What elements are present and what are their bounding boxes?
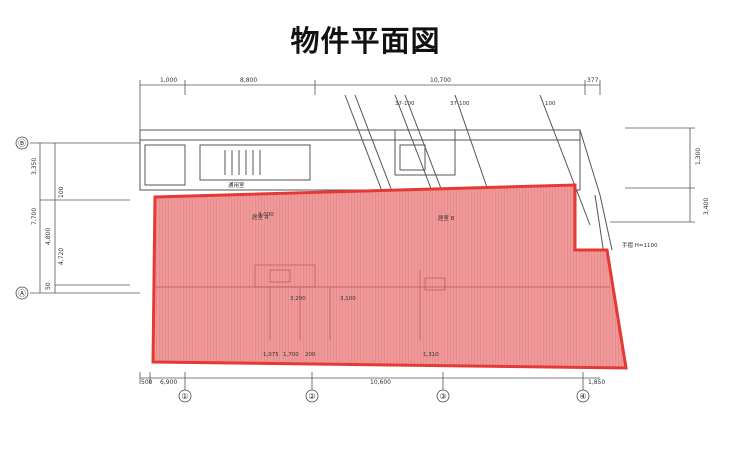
grid-column-markers: ① ② ③ ④ — [178, 389, 590, 403]
grid-col-3: ③ — [439, 392, 446, 401]
dim-top-4: 377 — [587, 77, 599, 84]
left-dimension-line — [30, 142, 140, 294]
room-label-b: 居室 B — [438, 214, 455, 222]
dim-top-2: 8,800 — [240, 77, 257, 84]
dim-bottom-2: 6,900 — [160, 379, 177, 386]
grid-col-2: ② — [308, 392, 315, 401]
label-1310: 1,310 — [423, 352, 439, 358]
label-37-100-b: 37-100 — [450, 101, 470, 107]
label-37-100-a: 37-100 — [395, 101, 415, 107]
room-label-common: 通用室 — [228, 181, 245, 189]
grid-row-a: Ⓐ — [18, 289, 26, 298]
dim-bottom-1: 500 — [141, 379, 153, 386]
dim-top-1: 1,000 — [160, 77, 177, 84]
grid-row-markers: Ⓑ Ⓐ — [15, 136, 29, 300]
interior-lines — [155, 264, 610, 340]
label-1075: 1,075 — [263, 352, 279, 358]
grid-col-1: ① — [181, 392, 188, 401]
grid-col-4: ④ — [579, 392, 586, 401]
dim-right-2: 3,400 — [703, 198, 710, 215]
label-3100: 3,100 — [340, 296, 356, 302]
dim-left-1: 3,350 — [31, 158, 38, 175]
label-railing: 手摺 H=1100 — [622, 241, 658, 249]
dim-bottom-4: 1,850 — [588, 379, 605, 386]
highlighted-area — [151, 183, 628, 370]
right-dimension-line — [610, 127, 695, 223]
grid-row-b: Ⓑ — [18, 139, 26, 148]
bottom-dimension-line — [139, 372, 600, 390]
label-3000: 3,000 — [258, 212, 274, 218]
dim-left-6: 50 — [45, 282, 52, 290]
page-title: 物件平面図 — [290, 24, 441, 58]
dim-left-4: 4,720 — [58, 248, 65, 265]
dim-left-2: 7,700 — [31, 208, 38, 225]
label-1700: 1,700 — [283, 352, 299, 358]
label-200: 200 — [305, 352, 316, 358]
dim-top-3: 10,700 — [430, 77, 451, 84]
label-3200: 3,200 — [290, 296, 306, 302]
dim-left-5: 100 — [58, 186, 65, 198]
dim-bottom-3: 10,600 — [370, 379, 391, 386]
top-dimension-line — [139, 80, 601, 130]
room-label-a: 居室 A — [252, 213, 269, 221]
label-100: 100 — [545, 101, 556, 107]
dim-right-1: 1,300 — [695, 148, 702, 165]
dim-left-3: 4,800 — [45, 228, 52, 245]
